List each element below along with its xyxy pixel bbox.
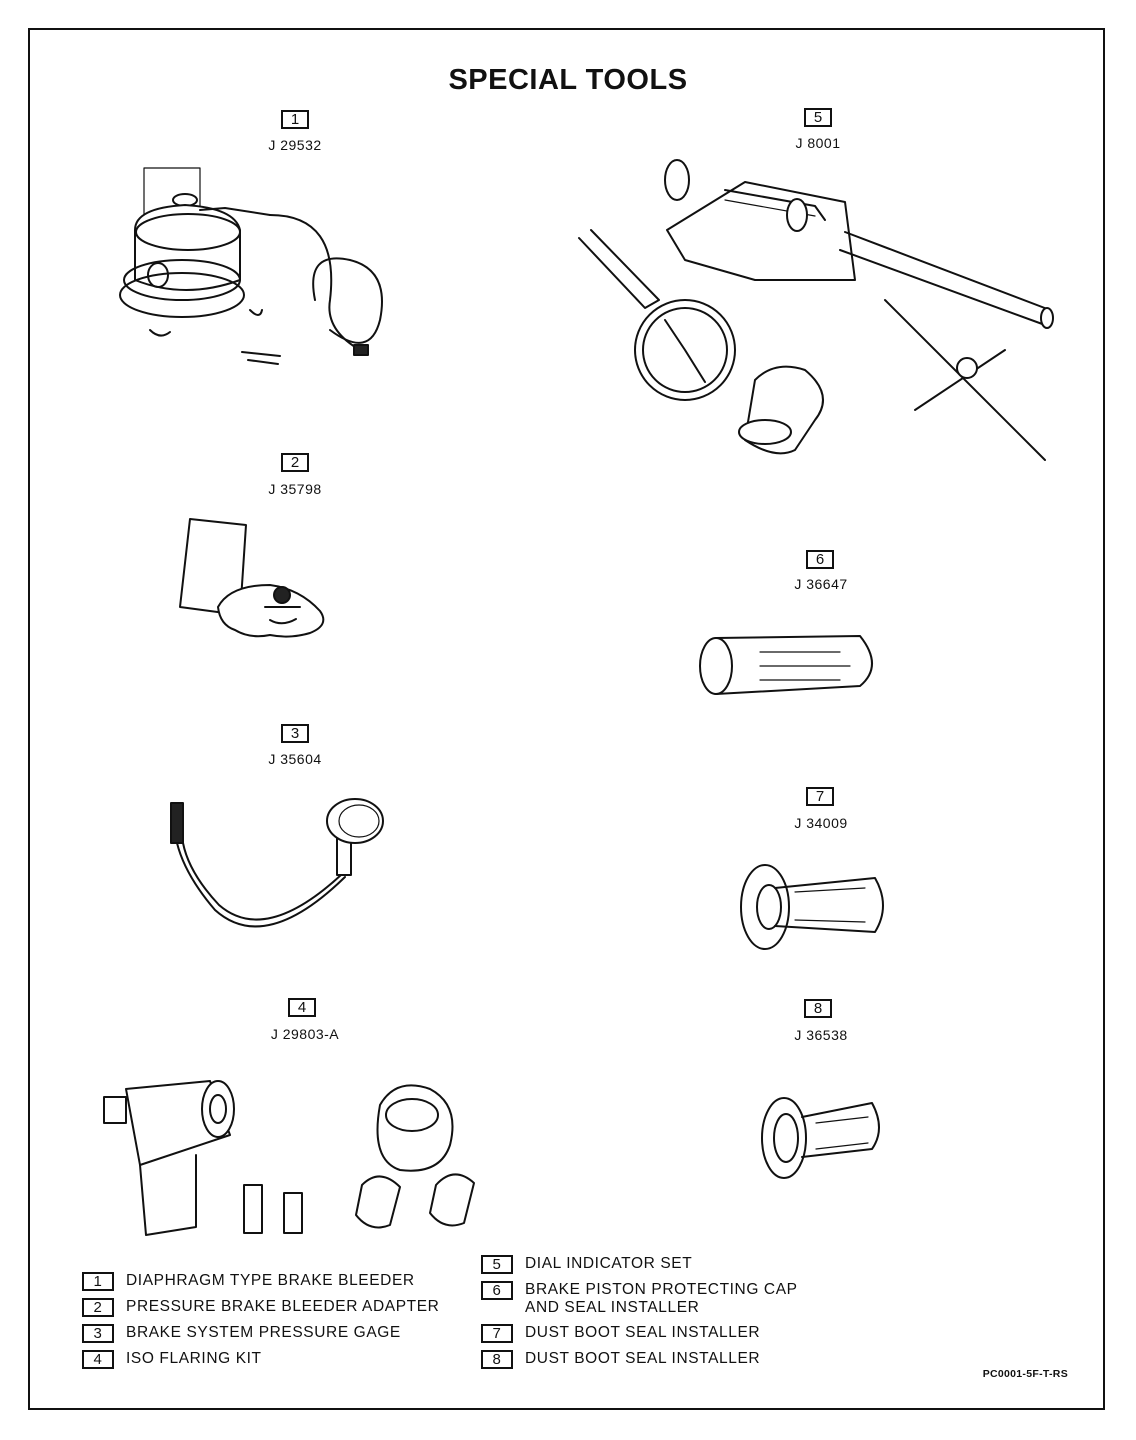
tool-7-code: J 34009 xyxy=(794,815,848,831)
legend-4-label: ISO FLARING KIT xyxy=(126,1350,262,1367)
seal-installer-illustration xyxy=(740,864,884,950)
figure-reference: PC0001-5F-T-RS xyxy=(982,1368,1068,1380)
tool-6-code: J 36647 xyxy=(794,576,848,592)
page-title: SPECIAL TOOLS xyxy=(448,64,688,96)
brake-bleeder-illustration xyxy=(119,167,383,365)
tool-4-number: 4 xyxy=(288,998,316,1017)
legend-1-label: DIAPHRAGM TYPE BRAKE BLEEDER xyxy=(126,1272,415,1289)
legend-2-number: 2 xyxy=(82,1298,114,1317)
legend-1-number: 1 xyxy=(82,1272,114,1291)
seal-installer-illustration xyxy=(761,1097,880,1179)
legend-5-number: 5 xyxy=(481,1255,513,1274)
flaring-kit-illustration xyxy=(103,1080,475,1236)
tool-1-code: J 29532 xyxy=(268,137,322,153)
legend-3-label: BRAKE SYSTEM PRESSURE GAGE xyxy=(126,1324,401,1341)
legend-6-label-line-2: AND SEAL INSTALLER xyxy=(525,1299,700,1316)
legend-8-number: 8 xyxy=(481,1350,513,1369)
tool-8-number: 8 xyxy=(804,999,832,1018)
legend-6-number: 6 xyxy=(481,1281,513,1300)
tool-5-code: J 8001 xyxy=(795,135,841,151)
tool-8-code: J 36538 xyxy=(794,1027,848,1043)
page-frame xyxy=(28,28,1105,1410)
legend-6-label-line-1: BRAKE PISTON PROTECTING CAP xyxy=(525,1281,798,1298)
bleeder-adapter-illustration xyxy=(179,518,325,638)
tool-2-number: 2 xyxy=(281,453,309,472)
tool-4-code: J 29803-A xyxy=(270,1026,340,1042)
tool-3-number: 3 xyxy=(281,724,309,743)
pressure-gage-illustration xyxy=(170,798,384,928)
tool-5-number: 5 xyxy=(804,108,832,127)
tool-7-number: 7 xyxy=(806,787,834,806)
legend-5-label: DIAL INDICATOR SET xyxy=(525,1255,693,1272)
tool-6-number: 6 xyxy=(806,550,834,569)
tool-1-number: 1 xyxy=(281,110,309,129)
legend-7-number: 7 xyxy=(481,1324,513,1343)
legend-4-number: 4 xyxy=(82,1350,114,1369)
legend-2-label: PRESSURE BRAKE BLEEDER ADAPTER xyxy=(126,1298,440,1315)
piston-cap-illustration xyxy=(699,635,873,695)
tool-2-code: J 35798 xyxy=(268,481,322,497)
tool-3-code: J 35604 xyxy=(268,751,322,767)
legend-8-label: DUST BOOT SEAL INSTALLER xyxy=(525,1350,761,1367)
legend-3-number: 3 xyxy=(82,1324,114,1343)
dial-indicator-illustration xyxy=(578,159,1054,461)
legend-7-label: DUST BOOT SEAL INSTALLER xyxy=(525,1324,761,1341)
